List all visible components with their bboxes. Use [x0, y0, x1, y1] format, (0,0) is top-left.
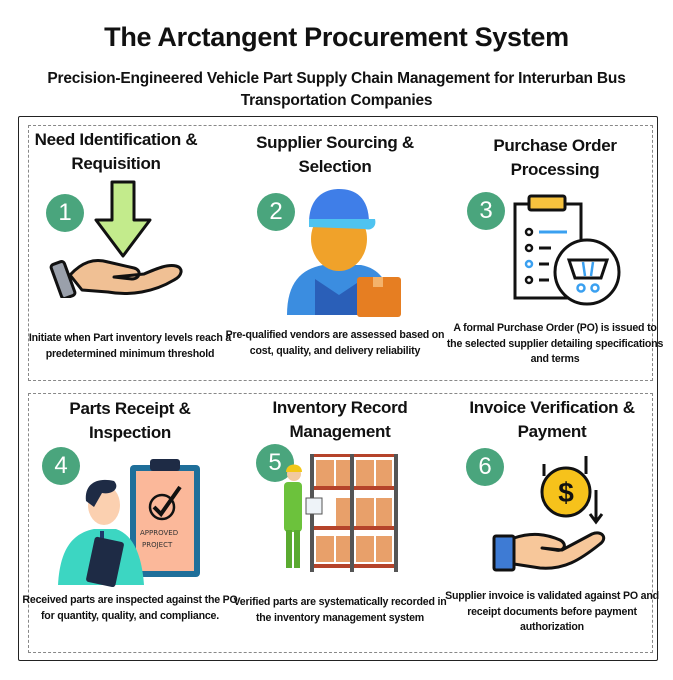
step-number-badge: 6 — [466, 448, 504, 486]
clipboard-cart-icon — [513, 194, 621, 306]
step-4: Parts Receipt & Inspection 4 APPROVED PR… — [22, 397, 237, 647]
hand-with-down-arrow-icon — [49, 180, 183, 298]
step-title: Invoice Verification & Payment — [469, 398, 635, 441]
step-title: Parts Receipt & Inspection — [69, 399, 191, 442]
page-title: The Arctangent Procurement System — [104, 22, 569, 52]
step-title: Purchase Order Processing — [493, 136, 617, 179]
svg-text:PROJECT: PROJECT — [142, 541, 173, 549]
step-description: A formal Purchase Order (PO) is issued t… — [446, 322, 664, 365]
top-row-panel — [28, 125, 653, 381]
step-title: Supplier Sourcing & Selection — [256, 133, 414, 176]
step-1: Need Identification & Requisition 1 Init… — [16, 128, 231, 378]
step-5: Inventory Record Management 5 Verified p… — [234, 396, 447, 646]
step-number-badge: 2 — [257, 193, 295, 231]
warehouse-shelf-icon — [284, 454, 398, 572]
step-6: Invoice Verification & Payment 6 $ Suppl… — [445, 396, 659, 646]
step-description: Verified parts are systematically record… — [233, 596, 447, 624]
step-description: Initiate when Part inventory levels reac… — [28, 332, 232, 360]
step-3: Purchase Order Processing 3 A formal Pur… — [447, 134, 663, 384]
step-title: Inventory Record Management — [272, 398, 408, 441]
step-description: Received parts are inspected against the… — [22, 594, 238, 622]
approved-stamp-text: APPROVED — [140, 529, 178, 537]
hand-coin-icon: $ — [492, 456, 606, 572]
step-number-badge: 3 — [467, 192, 505, 230]
step-description: Supplier invoice is validated against PO… — [445, 590, 659, 633]
step-title: Need Identification & Requisition — [34, 130, 198, 173]
step-number-badge: 4 — [42, 447, 80, 485]
step-description: Pre-qualified vendors are assessed based… — [225, 329, 445, 357]
page-subtitle: Precision-Engineered Vehicle Part Supply… — [47, 70, 626, 109]
svg-text:$: $ — [558, 477, 574, 508]
step-number-badge: 1 — [46, 194, 84, 232]
step-2: Supplier Sourcing & Selection 2 Pre-qual… — [226, 131, 445, 381]
worker-with-box-icon — [287, 189, 401, 317]
outer-frame — [18, 116, 658, 661]
inspector-clipboard-icon: APPROVED PROJECT — [58, 459, 200, 587]
bottom-row-panel — [28, 393, 653, 653]
